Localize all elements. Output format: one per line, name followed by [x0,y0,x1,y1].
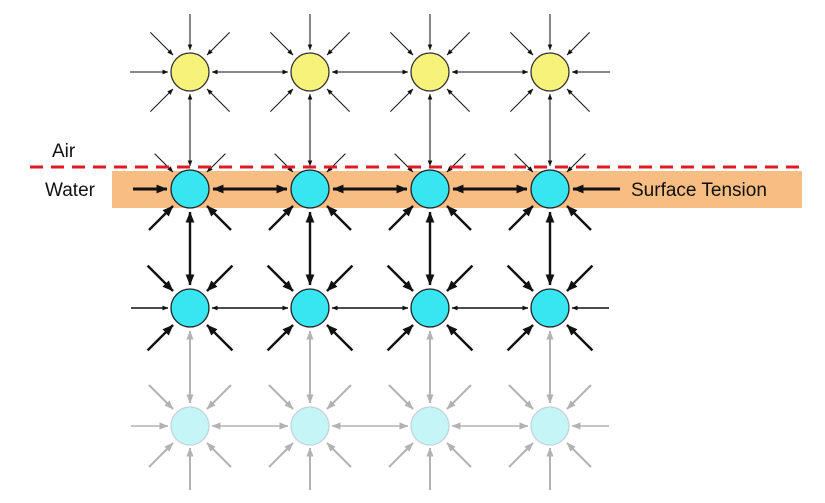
deep-arrow [388,384,414,410]
deep-arrow [148,384,174,410]
deep-arrow [566,384,592,410]
deep-water-molecule [170,406,210,446]
air-arrow [270,32,294,56]
air-arrow [566,88,590,112]
surface-arrow [148,205,174,231]
deep-arrow [388,442,414,468]
deep-arrow [268,384,294,410]
surface-arrow [268,205,294,231]
bulk-arrow [266,264,294,292]
surface-tension-label: Surface Tension [631,180,767,201]
surface-arrow [388,205,414,231]
bulk-arrow [326,324,354,352]
water-label: Water [45,180,96,201]
deep-arrow [446,384,472,410]
air-molecule [170,52,210,92]
bulk-arrow [506,264,534,292]
air-arrow [510,32,534,56]
surface-arrow [394,153,414,173]
air-arrow [390,32,414,56]
bulk-water-molecule [170,288,210,328]
bulk-arrow [446,264,474,292]
bulk-arrow [386,264,414,292]
surface-arrow [274,153,294,173]
bulk-arrow [206,324,234,352]
air-arrow [510,88,534,112]
surface-water-molecule [290,169,330,209]
air-label: Air [52,141,76,162]
surface-water-molecule [530,169,570,209]
deep-arrow [508,384,534,410]
air-arrow [446,32,470,56]
deep-arrow [206,384,232,410]
bulk-water-molecule [410,288,450,328]
bulk-arrow [326,264,354,292]
air-molecule [530,52,570,92]
surface-water-molecule [410,169,450,209]
surface-arrow [326,153,346,173]
bulk-water-molecule [290,288,330,328]
surface-arrow [566,205,592,231]
surface-arrow [326,205,352,231]
bulk-arrow [146,324,174,352]
air-arrow [566,32,590,56]
air-arrow [150,88,174,112]
deep-water-molecule [410,406,450,446]
deep-arrow [268,442,294,468]
surface-arrow [206,205,232,231]
bulk-arrow [506,324,534,352]
air-arrow [206,32,230,56]
air-molecule [290,52,330,92]
bulk-arrow [386,324,414,352]
deep-arrow [446,442,472,468]
bulk-arrow [566,324,594,352]
deep-arrow [326,384,352,410]
surface-arrow [446,205,472,231]
bulk-arrow [266,324,294,352]
surface-arrow [514,153,534,173]
deep-water-molecule [530,406,570,446]
bulk-water-molecule [530,288,570,328]
force-arrows [130,14,620,490]
bulk-arrow [146,264,174,292]
surface-arrow [206,153,226,173]
deep-arrow [206,442,232,468]
molecules [170,52,570,446]
air-molecule [410,52,450,92]
surface-arrow [508,205,534,231]
deep-arrow [326,442,352,468]
air-arrow [270,88,294,112]
deep-arrow [148,442,174,468]
air-arrow [390,88,414,112]
bulk-arrow [446,324,474,352]
air-arrow [206,88,230,112]
bulk-arrow [566,264,594,292]
air-arrow [326,32,350,56]
deep-water-molecule [290,406,330,446]
deep-arrow [508,442,534,468]
surface-arrow [154,153,174,173]
deep-arrow [566,442,592,468]
bulk-arrow [206,264,234,292]
surface-arrow [446,153,466,173]
air-arrow [326,88,350,112]
air-arrow [150,32,174,56]
surface-arrow [566,153,586,173]
air-arrow [446,88,470,112]
surface-water-molecule [170,169,210,209]
